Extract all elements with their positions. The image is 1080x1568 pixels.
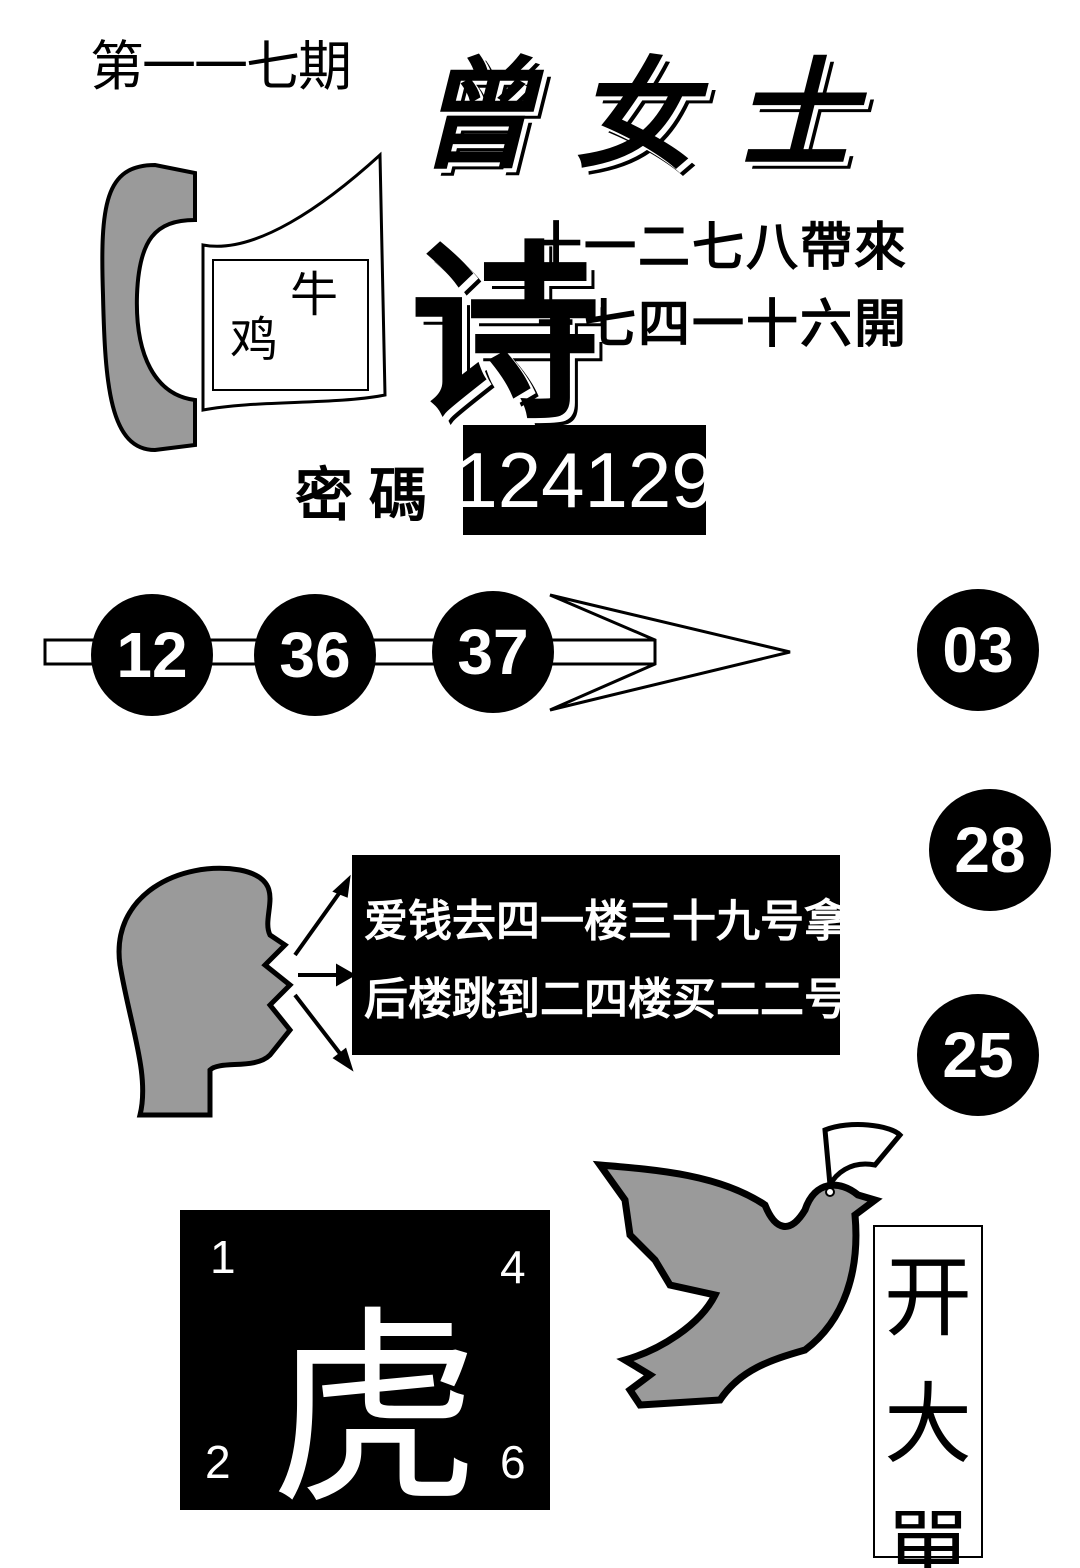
zodiac-tiger: 虎 <box>270 1288 481 1533</box>
animal-ox: 牛 <box>290 267 339 323</box>
phone-card-illustration <box>100 151 387 453</box>
number-ball: 37 <box>432 591 554 713</box>
tiger-number: 6 <box>500 1436 526 1488</box>
tiger-number: 2 <box>205 1436 231 1488</box>
code-label: 密碼 <box>295 461 444 529</box>
number-ball: 03 <box>917 589 1039 711</box>
poem-label: 诗 <box>410 224 601 445</box>
open-char: 大 <box>883 1373 972 1476</box>
message-line-2: 后楼跳到二四楼买二二号 <box>364 974 848 1025</box>
page-title: 曾女士 <box>415 47 895 186</box>
number-ball: 12 <box>91 594 213 716</box>
open-big-box: 开 大 單 <box>873 1225 983 1568</box>
poem-line-2: 三七四一十六開 <box>530 295 909 355</box>
issue-number: 第一一七期 <box>90 35 352 98</box>
message-line-1: 爱钱去四一楼三十九号拿 <box>364 896 848 947</box>
tiger-number: 4 <box>500 1241 526 1293</box>
tiger-number: 1 <box>210 1231 236 1283</box>
tiger-box: 1 4 2 6 虎 <box>180 1210 550 1533</box>
open-char: 开 <box>883 1246 972 1349</box>
animal-rooster: 鸡 <box>230 312 279 368</box>
poem-line-1: 十一二七八帶來 <box>530 218 909 278</box>
number-ball: 25 <box>917 994 1039 1116</box>
number-ball: 36 <box>254 594 376 716</box>
open-char: 單 <box>883 1500 972 1568</box>
message-box: 爱钱去四一楼三十九号拿 后楼跳到二四楼买二二号 <box>352 855 848 1055</box>
number-ball: 28 <box>929 789 1051 911</box>
dove-icon <box>592 1122 904 1409</box>
phone-handset-icon <box>100 162 197 453</box>
code-value: 124129 <box>454 425 715 535</box>
speaking-head-icon <box>116 865 357 1118</box>
